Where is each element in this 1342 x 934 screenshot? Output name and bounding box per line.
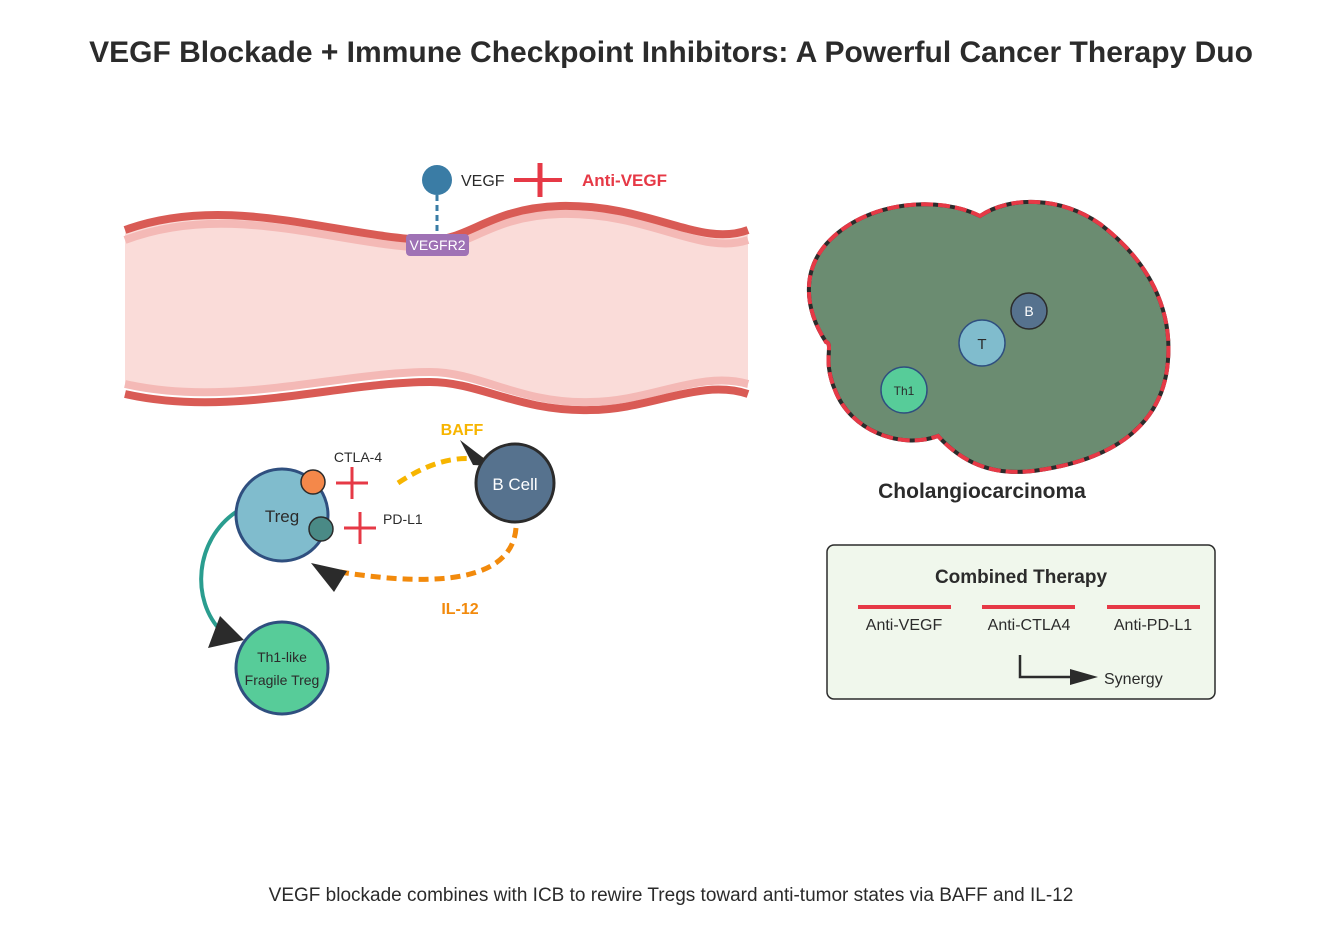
legend-title: Combined Therapy — [935, 567, 1108, 588]
treg-label: Treg — [265, 507, 299, 526]
tumor-b-cell-label: B — [1024, 303, 1033, 319]
vegfr2-label: VEGFR2 — [409, 237, 465, 253]
b-cell-label: B Cell — [492, 475, 537, 494]
il12-label: IL-12 — [441, 601, 478, 618]
vessel-bottom-outer-wall — [124, 377, 750, 415]
conversion-arrowhead-icon — [208, 616, 244, 648]
tumor-b-cell — [1010, 292, 1048, 330]
synergy-label: Synergy — [1104, 671, 1163, 688]
ctla4-receptor-icon — [300, 469, 326, 495]
vegfr2-receptor — [406, 234, 469, 256]
fragile-treg-cell — [234, 620, 330, 716]
legend-label-anti-pdl1: Anti-PD-L1 — [1114, 617, 1192, 634]
ctla4-label: CTLA-4 — [334, 449, 382, 465]
vessel-lumen — [125, 205, 748, 404]
baff-arrow — [396, 455, 498, 486]
il12-arrowhead-icon — [311, 563, 347, 592]
legend-box — [826, 544, 1216, 700]
tumor-label: Cholangiocarcinoma — [878, 480, 1086, 503]
synergy-arrow — [1018, 655, 1072, 679]
b-cell — [474, 442, 556, 524]
vessel-top-inner-wall — [123, 209, 750, 253]
vegf-ligand-icon — [422, 165, 452, 195]
anti-vegf-label: Anti-VEGF — [582, 171, 667, 190]
blood-vessel — [123, 201, 750, 415]
fragile-treg-label-line2: Fragile Treg — [245, 672, 320, 688]
tumor: B T Th1 — [806, 199, 1171, 474]
fragile-treg-label-line1: Th1-like — [257, 649, 307, 665]
baff-label: BAFF — [441, 422, 484, 439]
vessel-bottom-inner-wall — [124, 367, 750, 407]
tumor-t-cell-label: T — [977, 336, 986, 353]
figure-caption: VEGF blockade combines with ICB to rewir… — [269, 885, 1074, 906]
legend-label-anti-vegf: Anti-VEGF — [866, 617, 943, 634]
pdl1-receptor-icon — [308, 516, 334, 542]
conversion-arrow — [199, 510, 238, 634]
legend-label-anti-ctla4: Anti-CTLA4 — [988, 617, 1071, 634]
tumor-border-dashes — [806, 199, 1171, 474]
page-title: VEGF Blockade + Immune Checkpoint Inhibi… — [89, 36, 1253, 69]
synergy-arrowhead-icon — [1070, 669, 1098, 685]
pdl1-label: PD-L1 — [383, 511, 423, 527]
tumor-t-cell — [958, 319, 1006, 367]
tumor-th1-cell-label: Th1 — [894, 384, 915, 398]
vegf-label: VEGF — [461, 173, 505, 190]
legend-combined-therapy: Combined Therapy Anti-VEGF Anti-CTLA4 An… — [826, 544, 1216, 700]
vessel-top-outer-wall — [123, 201, 750, 245]
il12-arrow — [339, 527, 519, 582]
tumor-th1-cell — [880, 366, 928, 414]
treg-cell — [234, 467, 330, 563]
